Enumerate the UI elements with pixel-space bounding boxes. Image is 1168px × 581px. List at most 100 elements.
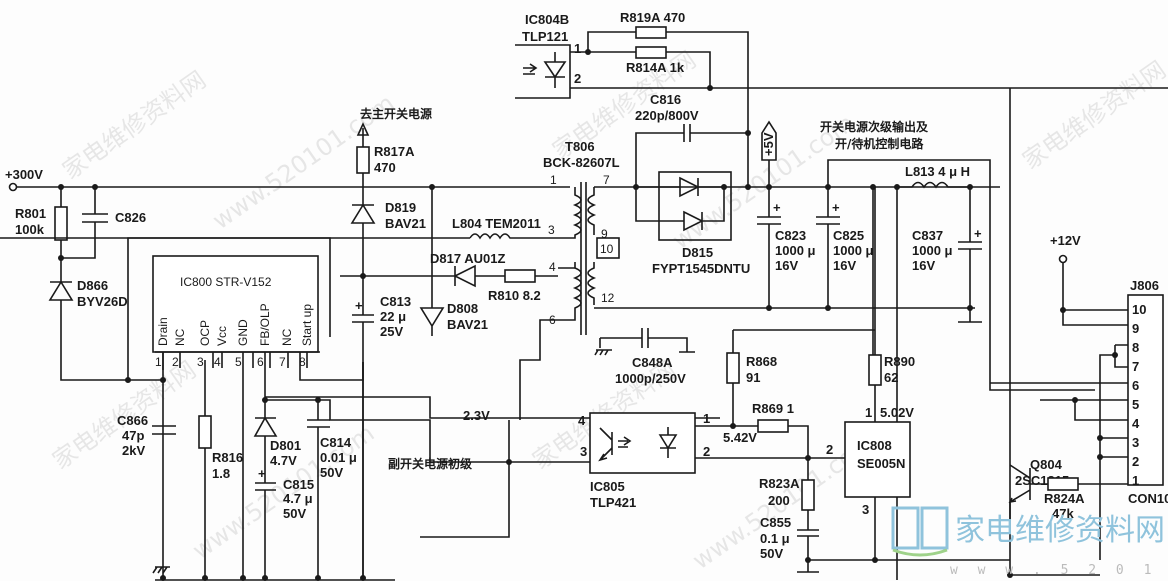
component-label: 2kV — [122, 443, 145, 458]
wire — [733, 425, 809, 458]
component-label: IC808 — [857, 438, 892, 453]
ic800-pin-label: Start up — [300, 304, 314, 346]
junction-dot — [745, 184, 751, 190]
wire — [658, 427, 678, 458]
wire — [509, 427, 613, 463]
wire — [761, 120, 777, 187]
resistor-r801 — [54, 206, 68, 241]
component-body — [635, 46, 667, 59]
connector-pin-label: 10 — [1132, 302, 1146, 317]
component-label: 3 — [580, 444, 587, 459]
component-label: + — [773, 200, 781, 215]
wire — [816, 187, 840, 308]
component-label: R814A 1k — [626, 60, 685, 75]
wire — [1062, 263, 1128, 326]
wire — [636, 176, 724, 198]
component-label: 1 — [865, 405, 872, 420]
ic800-pin-label: OCP — [198, 320, 212, 346]
wire — [695, 425, 808, 459]
component-label: 0.1 μ — [760, 531, 790, 546]
component-label: 25V — [380, 324, 403, 339]
component-label: L813 4 μ H — [905, 164, 970, 179]
connector-body — [1127, 294, 1164, 486]
component-body — [658, 171, 732, 241]
component-label: SE005N — [857, 456, 905, 471]
component-body — [1047, 477, 1079, 491]
component-label: 50V — [283, 506, 306, 521]
component-label: 47k — [1052, 506, 1074, 521]
resistor-r817a — [356, 146, 370, 174]
component-label: 16V — [833, 258, 856, 273]
connector-pin-label: 4 — [1132, 416, 1140, 431]
component-label: D801 — [270, 438, 301, 453]
logo-text: 家电维修资料网 — [955, 513, 1165, 548]
wire — [152, 425, 176, 435]
component-body — [635, 26, 667, 39]
connector-pin-label: 6 — [1132, 378, 1139, 393]
watermark-text: 家电维修资料网 — [57, 66, 211, 185]
wire — [891, 506, 949, 550]
component-label: R824A — [1044, 491, 1085, 506]
wire — [618, 436, 632, 448]
component-label: TLP121 — [522, 29, 568, 44]
logo-url: w w w . 5 2 0 1 0 1 . c o m — [950, 563, 1168, 578]
label-12v: +12V — [1050, 233, 1081, 248]
component-label: 12 — [601, 291, 615, 305]
component-label: + — [974, 226, 982, 241]
component-label: L804 TEM2011 — [452, 216, 541, 231]
component-label: 4.7 μ — [283, 491, 313, 506]
component-label: 1000 μ — [833, 243, 874, 258]
component-label: C855 — [760, 515, 791, 530]
ic800-pin-number: 1 — [155, 355, 162, 369]
wire — [757, 187, 781, 308]
component-label: 3 — [548, 223, 555, 237]
wire — [61, 187, 108, 259]
wire — [588, 51, 711, 88]
component-label: 62 — [884, 370, 898, 385]
component-label: + — [832, 200, 840, 215]
connector-pin-label: 1 — [1132, 473, 1139, 488]
component-label: 10 — [600, 242, 614, 256]
wire — [543, 52, 567, 88]
wire — [253, 400, 278, 580]
component-label: R816 — [212, 450, 243, 465]
ic800-pin-number: 7 — [279, 355, 286, 369]
component-label: 47p — [122, 428, 144, 443]
component-label: 100k — [15, 222, 45, 237]
connector-pin-label: 2 — [1132, 454, 1139, 469]
component-label: + — [258, 466, 266, 481]
voltage-ic808-pin1: 5.02V — [880, 405, 914, 420]
wire — [352, 276, 374, 580]
component-label: C816 — [650, 92, 681, 107]
wire — [892, 548, 948, 557]
component-label: 2 — [574, 71, 581, 86]
component-label: 1.8 — [212, 466, 230, 481]
component-label: 4 — [549, 260, 556, 274]
component-label: 3 — [862, 502, 869, 517]
component-label: D819 — [385, 200, 416, 215]
component-label: Q804 — [1030, 457, 1063, 472]
wire — [519, 262, 582, 420]
component-label: R801 — [15, 206, 46, 221]
connector-pin-label: 5 — [1132, 397, 1139, 412]
secondary-rectifier: C816 220p/800V D815 FYPT1545DNTU +5V + C… — [594, 88, 1095, 580]
junction-dot — [721, 184, 727, 190]
wire — [897, 181, 982, 308]
component-label: C825 — [833, 228, 864, 243]
component-body — [589, 412, 696, 474]
wire — [797, 457, 845, 573]
component-label: 220p/800V — [635, 108, 699, 123]
junction-dot — [1058, 254, 1068, 264]
wire — [958, 308, 982, 323]
watermark-text: 家电维修资料网 — [1017, 56, 1168, 175]
wire — [340, 264, 558, 288]
wire — [48, 258, 128, 381]
ic800-name: IC800 STR-V152 — [180, 275, 272, 289]
ic804b: IC804B TLP121 1 2 R819A 470 R814A 1k — [515, 10, 1168, 187]
wire — [1100, 437, 1128, 458]
junction-dot — [1112, 352, 1118, 358]
junction-dot — [745, 130, 751, 136]
component-label: CON10 — [1128, 491, 1168, 506]
